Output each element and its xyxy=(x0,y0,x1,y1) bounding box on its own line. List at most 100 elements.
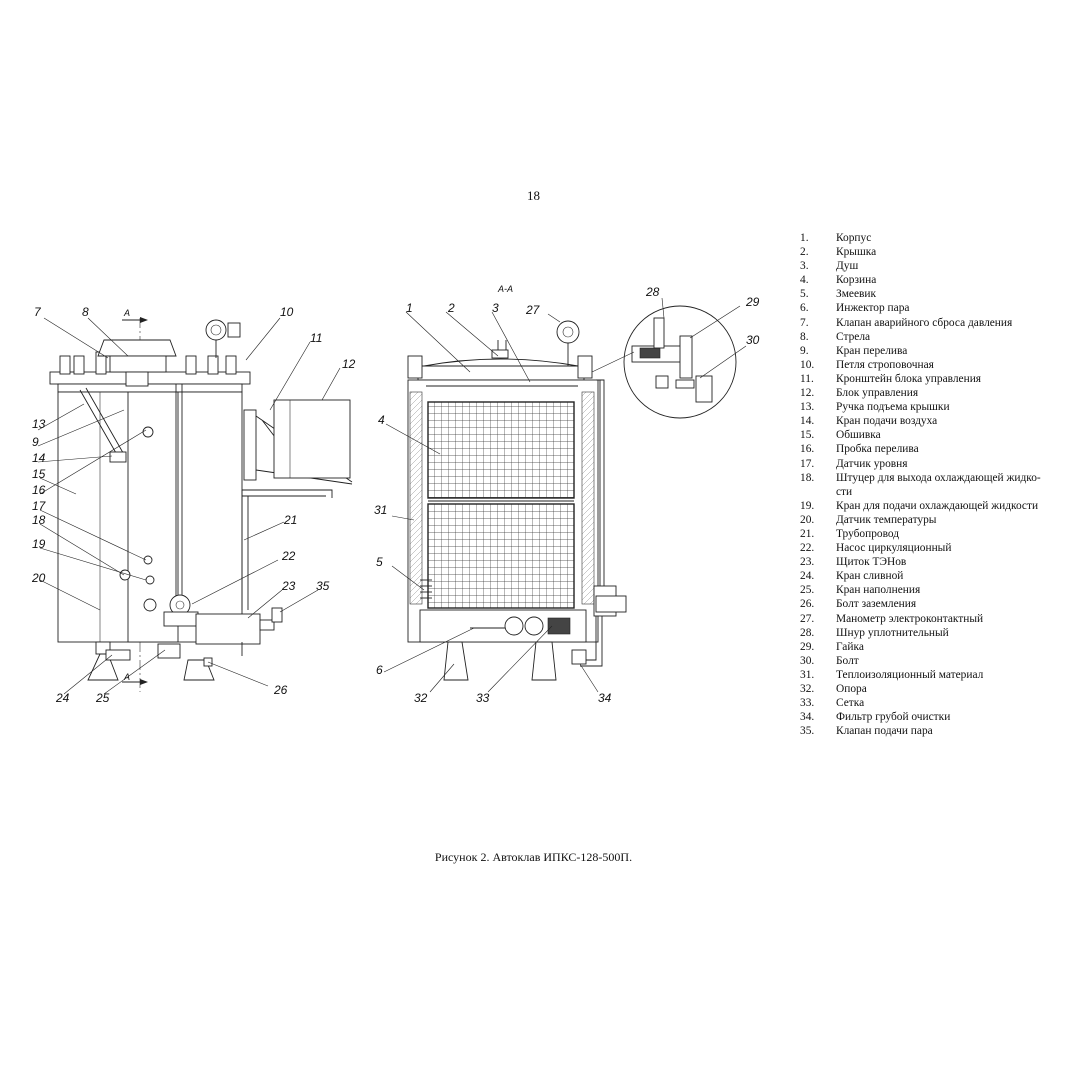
legend-item-text: Стрела xyxy=(836,330,871,343)
legend-item-number: 28. xyxy=(800,626,815,639)
pipe-run xyxy=(242,489,333,498)
legend-item-number: 20. xyxy=(800,513,815,526)
legend-item-number: 23. xyxy=(800,556,815,569)
pressure-gauge xyxy=(556,320,580,344)
callout-4: 4 xyxy=(378,413,385,427)
callout-8: 8 xyxy=(82,305,89,319)
section-label: А-А xyxy=(497,284,513,294)
legend-item: 3. Душ xyxy=(800,259,1062,273)
legend-item: 9.Кран перелива xyxy=(800,344,1062,358)
legend-item: 7. Клапан аварийного сброса давления xyxy=(800,316,1062,330)
lid-dome xyxy=(423,358,579,367)
callout-35: 35 xyxy=(316,579,330,593)
legend-item-text: Сетка xyxy=(836,697,865,710)
legend-item: 11.Кронштейн блока управления xyxy=(800,372,1062,386)
legend-item-number: 12. xyxy=(800,387,815,400)
legend-item-text: Кран для подачи охлаждающей жидкости xyxy=(836,499,1039,512)
legend-item: 29.Гайка xyxy=(800,640,1062,654)
boom xyxy=(97,339,177,357)
legend-item-number: 30. xyxy=(800,654,815,667)
callout-28: 28 xyxy=(645,285,660,299)
legend-item-text: Инжектор пара xyxy=(836,302,910,315)
legend-item-text: Теплоизоляционный материал xyxy=(836,668,984,681)
drain-valve xyxy=(105,649,131,661)
legend-item-number: 6. xyxy=(800,302,809,315)
mesh-screen xyxy=(547,617,571,635)
callout-7: 7 xyxy=(34,305,42,319)
pressure-gauge-side xyxy=(205,319,227,341)
legend-item: 19.Кран для подачи охлаждающей жидкости xyxy=(800,499,1062,513)
legend-item-text: Обшивка xyxy=(836,429,881,442)
legend-item: 28. Шнур уплотнительный xyxy=(800,626,1062,640)
legend-item: 22.Насос циркуляционный xyxy=(800,541,1062,555)
legend-item: 26.Болт заземления xyxy=(800,597,1062,611)
section-view xyxy=(407,320,627,681)
side-view xyxy=(49,317,353,692)
legend-item-text: Змеевик xyxy=(836,288,877,301)
legend-item-number: 27. xyxy=(800,612,815,625)
legend-item-text: Клапан аварийного сброса давления xyxy=(836,316,1013,329)
steam-valve xyxy=(271,607,283,623)
air-valve xyxy=(142,426,154,438)
legend-item-number: 29. xyxy=(800,640,815,653)
legend-item-number: 13. xyxy=(800,401,815,414)
callout-19: 19 xyxy=(32,537,46,551)
legend-item-text: Пробка перелива xyxy=(836,443,919,456)
legend-item-text: Штуцер для выхода охлаждающей жидко- сти xyxy=(836,471,1041,498)
legend-item: 30.Болт xyxy=(800,654,1062,668)
overflow-plug xyxy=(143,555,153,565)
legend-item-number: 1. xyxy=(800,232,809,244)
callout-26: 26 xyxy=(273,683,288,697)
legend-item-text: Манометр электроконтактный xyxy=(836,612,984,625)
legend-item: 13.Ручка подъема крышки xyxy=(800,400,1062,414)
control-bracket xyxy=(243,409,257,481)
legend-item: 17.Датчик уровня xyxy=(800,457,1062,471)
legend-item-text: Петля строповочная xyxy=(836,358,934,371)
heater-panel xyxy=(195,613,261,645)
coolant-valve xyxy=(143,598,157,612)
legend-item-number: 3. xyxy=(800,260,809,273)
legend-item: 18.Штуцер для выхода охлаждающей жидко- … xyxy=(800,471,1062,499)
callout-3: 3 xyxy=(492,301,499,315)
legend-item-text: Насос циркуляционный xyxy=(836,542,952,555)
legend-item: 25.Кран наполнения xyxy=(800,583,1062,597)
legend-item: 34.Фильтр грубой очистки xyxy=(800,710,1062,724)
legend-item-text: Кран перелива xyxy=(836,344,908,357)
section-lid xyxy=(417,365,585,381)
legend-item-number: 35. xyxy=(800,725,815,738)
legend-item-number: 10. xyxy=(800,358,815,371)
legend-item-text: Корпус xyxy=(836,232,872,244)
legend-item: 5.Змеевик xyxy=(800,287,1062,301)
control-unit xyxy=(273,399,351,479)
legend-item-number: 31. xyxy=(800,668,815,681)
basket-lower xyxy=(427,503,575,609)
legend-item: 20. Датчик температуры xyxy=(800,513,1062,527)
callout-1: 1 xyxy=(406,301,413,315)
legend-item-text: Кран наполнения xyxy=(836,584,921,597)
legend-item-text: Датчик температуры xyxy=(836,513,937,526)
callout-24: 24 xyxy=(55,691,70,705)
legend-item-number: 7. xyxy=(800,316,809,329)
lid-bolts xyxy=(59,351,237,375)
legend-item: 24.Кран сливной xyxy=(800,569,1062,583)
callout-21: 21 xyxy=(283,513,297,527)
emergency-valve xyxy=(125,371,149,387)
lid-loop xyxy=(491,349,509,359)
legend-item: 14.Кран подачи воздуха xyxy=(800,414,1062,428)
legend-item-text: Крышка xyxy=(836,246,877,259)
coil xyxy=(420,579,432,599)
legend-item-text: Шнур уплотнительный xyxy=(836,626,949,639)
legend-item-text: Душ xyxy=(836,260,859,273)
section-side-pipe xyxy=(596,379,605,600)
figure-caption: Рисунок 2. Автоклав ИПКС-128-500П. xyxy=(434,850,633,864)
legend-item-number: 24. xyxy=(800,570,815,583)
leg-right xyxy=(183,659,215,681)
callout-18: 18 xyxy=(32,513,46,527)
side-view-leaders xyxy=(37,317,341,695)
legend-item: 33.Сетка xyxy=(800,696,1062,710)
legend-item: 16.Пробка перелива xyxy=(800,442,1062,456)
callout-12: 12 xyxy=(342,357,356,371)
callout-14: 14 xyxy=(32,451,46,465)
page-number: 18 xyxy=(527,188,540,203)
legend-item-text: Клапан подачи пара xyxy=(836,725,933,738)
